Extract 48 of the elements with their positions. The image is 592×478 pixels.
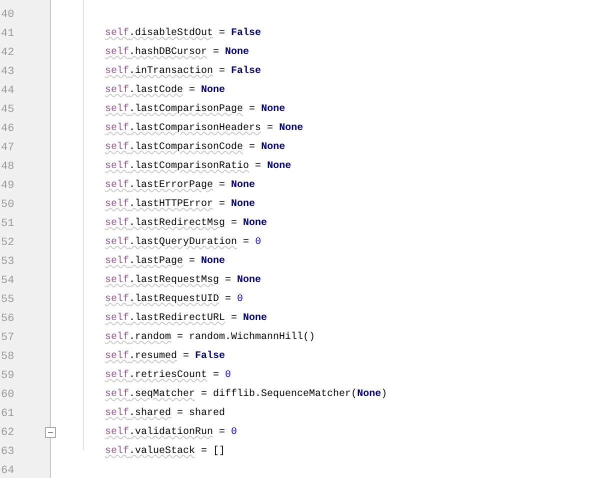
code-line: self.resumed = False [105,351,226,363]
line-number: 40 [1,9,14,21]
code-line: self.random = random.WichmannHill() [105,332,316,344]
code-line: self.lastCode = None [105,85,226,97]
line-number: 61 [1,408,14,420]
line-number: 53 [1,256,14,268]
code-line: self.validationRun = 0 [105,427,238,439]
code-line: self.lastComparisonRatio = None [105,161,292,173]
line-number: 42 [1,47,14,59]
line-number: 60 [1,389,14,401]
line-number: 52 [1,237,14,249]
line-number: 58 [1,351,14,363]
line-number: 59 [1,370,14,382]
code-line: self.shared = shared [105,408,226,420]
code-line: self.disableStdOut = False [105,28,262,40]
code-line: self.lastRedirectURL = None [105,313,268,325]
line-number: 46 [1,123,14,135]
line-number: 41 [1,28,14,40]
line-number: 45 [1,104,14,116]
line-number: 43 [1,66,14,78]
code-line: self.inTransaction = False [105,66,262,78]
code-line: self.lastComparisonPage = None [105,104,286,116]
code-line: self.lastRequestMsg = None [105,275,262,287]
line-number: 54 [1,275,14,287]
code-line: self.valueStack = [] [105,446,226,458]
line-number: 47 [1,142,14,154]
line-number: 44 [1,85,14,97]
code-line: self.lastHTTPError = None [105,199,256,211]
line-number: 50 [1,199,14,211]
line-number: 57 [1,332,14,344]
code-line: self.lastPage = None [105,256,226,268]
line-number: 62 [1,427,14,439]
line-number: 49 [1,180,14,192]
line-number: 56 [1,313,14,325]
line-number: 51 [1,218,14,230]
line-number: 63 [1,446,14,458]
code-line: self.hashDBCursor = None [105,47,250,59]
code-line: self.seqMatcher = difflib.SequenceMatcher(None) [105,389,388,401]
code-line: self.lastRequestUID = 0 [105,294,244,306]
code-line: self.lastComparisonHeaders = None [105,123,304,135]
code-line: self.retriesCount = 0 [105,370,232,382]
line-number: 48 [1,161,14,173]
code-line: self.lastRedirectMsg = None [105,218,268,230]
code-line: self.lastComparisonCode = None [105,142,286,154]
line-number: 64 [1,465,14,477]
line-number: 55 [1,294,14,306]
code-line: self.lastErrorPage = None [105,180,256,192]
code-line: self.lastQueryDuration = 0 [105,237,262,249]
